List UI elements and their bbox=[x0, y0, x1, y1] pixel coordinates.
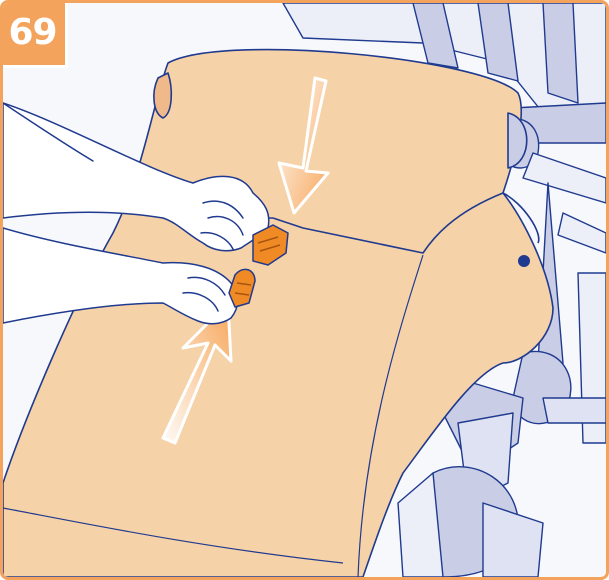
stroller-cover-illustration bbox=[3, 3, 606, 577]
step-number: 69 bbox=[8, 12, 56, 53]
snap-button-icon bbox=[518, 255, 530, 267]
step-number-badge: 69 bbox=[0, 0, 68, 68]
